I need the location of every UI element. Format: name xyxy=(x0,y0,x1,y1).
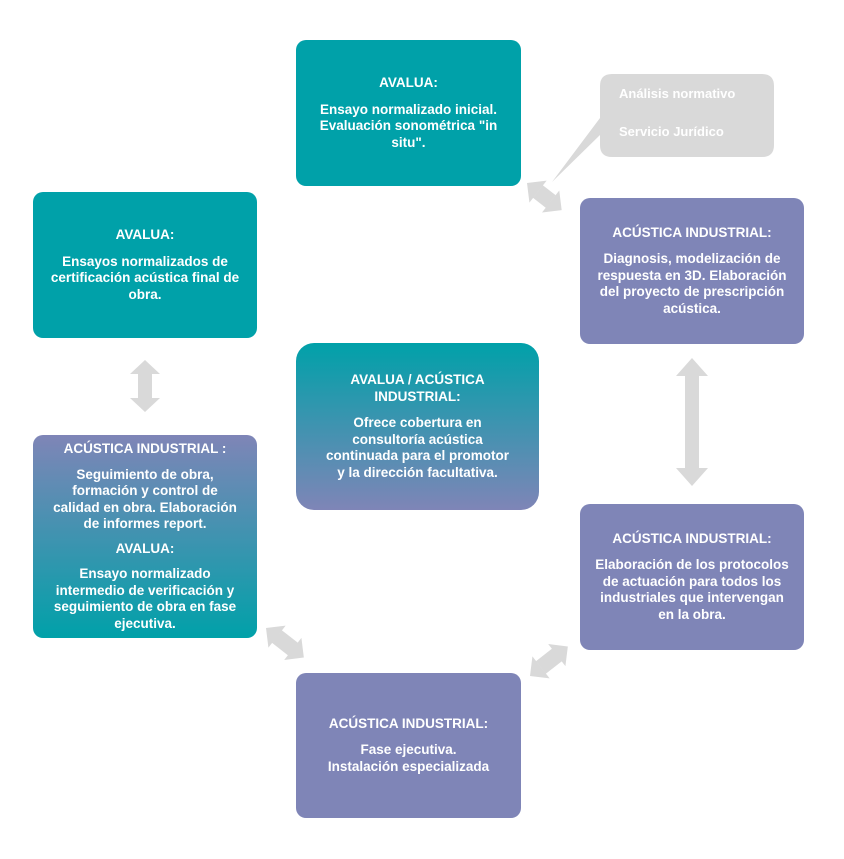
arrow-top-to-upper-right xyxy=(527,180,562,213)
box-title: AVALUA: xyxy=(379,75,438,90)
arrow-upper-right-to-lower-right xyxy=(676,358,708,486)
box-acustica-execution: ACÚSTICA INDUSTRIAL: Fase ejecutiva. Ins… xyxy=(296,673,521,818)
callout-shape xyxy=(552,74,774,182)
callout-line-analisis: Análisis normativo xyxy=(619,86,736,101)
box-text: Ensayos normalizados de certificación ac… xyxy=(50,253,240,302)
box-title-avalua: AVALUA: xyxy=(115,540,175,556)
box-title: ACÚSTICA INDUSTRIAL: xyxy=(328,715,489,731)
box-avalua-initial-test: AVALUA: Ensayo normalizado inicial. Eval… xyxy=(296,40,521,186)
box-title-acustica: ACÚSTICA INDUSTRIAL : xyxy=(63,441,227,456)
box-text: Fase ejecutiva. Instalación especializad… xyxy=(327,742,490,774)
box-title: AVALUA: xyxy=(115,227,175,242)
box-title: AVALUA / ACÚSTICA INDUSTRIAL: xyxy=(350,372,485,404)
box-center-consulting: AVALUA / ACÚSTICA INDUSTRIAL: Ofrece cob… xyxy=(296,343,539,510)
box-text-avalua: Ensayo normalizado intermedio de verific… xyxy=(53,566,237,631)
arrow-bottom-to-lower-right xyxy=(530,644,568,679)
box-text-acustica: Seguimiento de obra, formación y control… xyxy=(53,466,237,532)
callout-line-juridico: Servicio Jurídico xyxy=(619,124,724,139)
box-title: ACÚSTICA INDUSTRIAL: xyxy=(612,224,772,240)
arrow-lower-left-to-bottom xyxy=(266,625,304,660)
box-avalua-final-certification: AVALUA: Ensayos normalizados de certific… xyxy=(33,192,257,338)
box-text: Ensayo normalizado inicial. Evaluación s… xyxy=(319,101,498,150)
box-text: Diagnosis, modelización de respuesta en … xyxy=(597,251,787,316)
box-text: Ofrece cobertura en consultoría acústica… xyxy=(325,415,510,480)
box-follow-up-and-intermediate-test: ACÚSTICA INDUSTRIAL : Seguimiento de obr… xyxy=(33,435,257,638)
arrow-upper-left-to-lower-left xyxy=(130,360,160,412)
box-acustica-protocols: ACÚSTICA INDUSTRIAL: Elaboración de los … xyxy=(580,504,804,650)
box-acustica-diagnosis: ACÚSTICA INDUSTRIAL: Diagnosis, modeliza… xyxy=(580,198,804,344)
callout-text: Análisis normativo Servicio Jurídico xyxy=(602,86,770,140)
box-title: ACÚSTICA INDUSTRIAL: xyxy=(612,530,772,546)
box-text: Elaboración de los protocolos de actuaci… xyxy=(595,557,789,622)
